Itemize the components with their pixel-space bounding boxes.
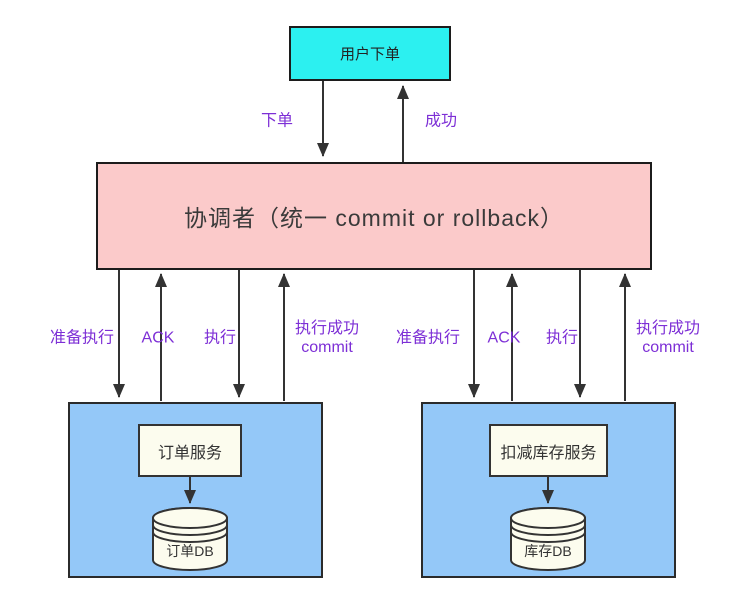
edge-label-prepare-left: 准备执行 — [49, 329, 115, 347]
order-db-label: 订单DB — [166, 543, 214, 559]
inventory-service-box: 扣减库存服务 — [489, 424, 608, 477]
coordinator-label: 协调者（统一 commit or rollback） — [184, 205, 564, 231]
edge-label-success: 成功 — [424, 112, 458, 130]
user-order-box: 用户下单 — [289, 26, 451, 81]
user-order-label: 用户下单 — [339, 46, 400, 63]
edge-label-ack-right: ACK — [487, 329, 521, 347]
edge-label-prepare-right: 准备执行 — [395, 329, 461, 347]
inventory-db-label: 库存DB — [524, 543, 572, 559]
order-service-box: 订单服务 — [138, 424, 242, 477]
inventory-service-label: 扣减库存服务 — [500, 444, 597, 462]
order-service-label: 订单服务 — [157, 444, 222, 462]
edge-label-execute-right: 执行 — [545, 329, 579, 347]
coordinator-box: 协调者（统一 commit or rollback） — [96, 162, 652, 270]
edge-label-ack-left: ACK — [141, 329, 175, 347]
edge-label-place-order: 下单 — [260, 112, 294, 130]
edge-label-commit-right: 执行成功 commit — [635, 319, 701, 356]
edge-label-execute-left: 执行 — [203, 329, 237, 347]
edge-label-commit-left: 执行成功 commit — [294, 319, 360, 356]
